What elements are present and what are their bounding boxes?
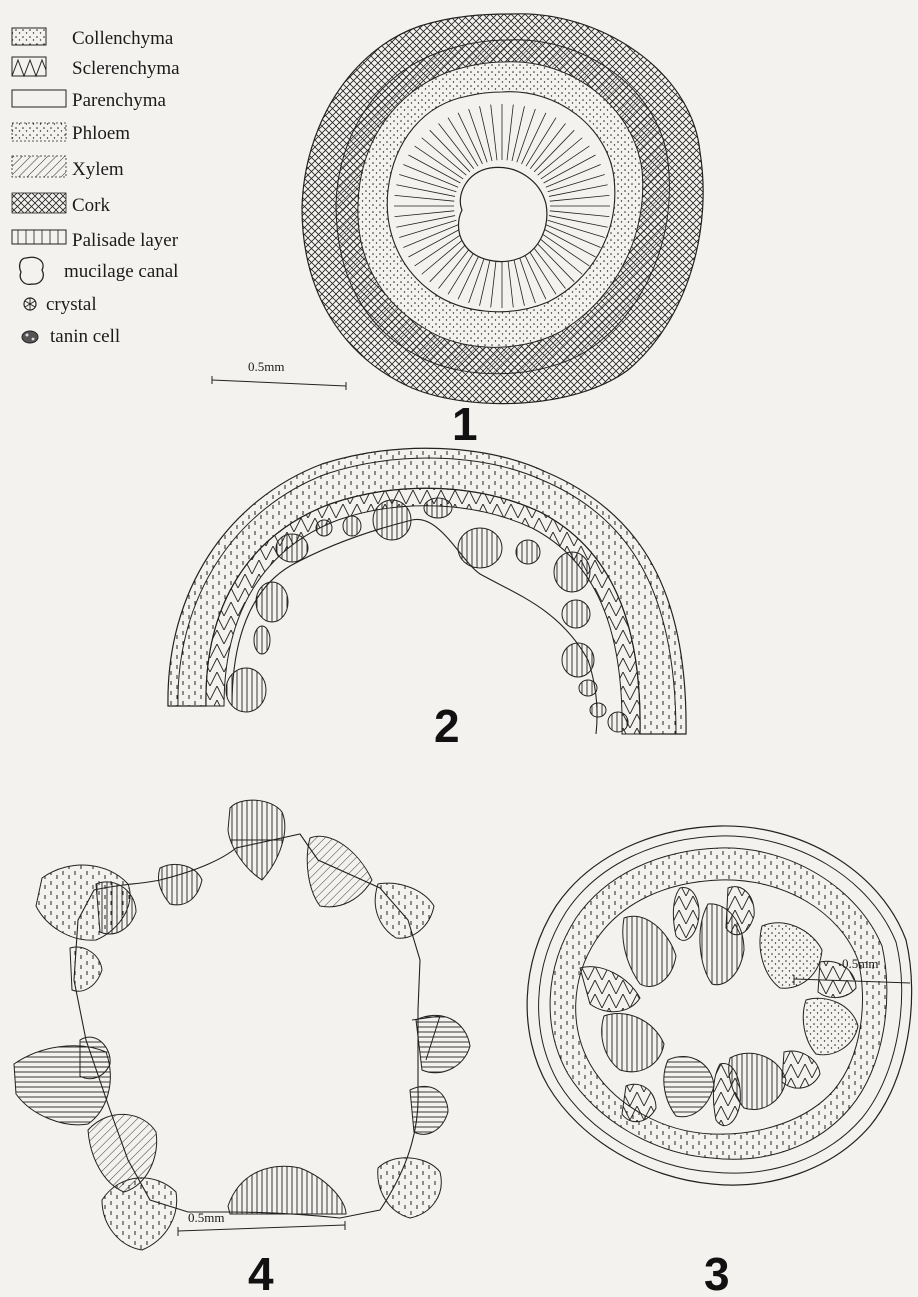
legend-label-collenchyma: Collenchyma <box>72 28 174 49</box>
legend-label-sclerenchyma: Sclerenchyma <box>72 58 180 79</box>
fig1-scale-bar: 0.5mm <box>212 359 346 390</box>
phloem-swatch-icon <box>12 123 66 141</box>
tanin-cell-icon <box>22 331 38 343</box>
legend-label-palisade: Palisade layer <box>72 230 179 251</box>
fig1-scale-label: 0.5mm <box>248 359 284 374</box>
fig4-scale-label: 0.5mm <box>188 1210 224 1225</box>
fig3-bundles <box>580 887 858 1126</box>
legend: Collenchyma Sclerenchyma Parenchyma Phlo… <box>12 28 180 347</box>
fig3-scale-label: 0.5mm <box>842 956 878 971</box>
figure-3: 0.5mm 3 <box>527 826 912 1297</box>
legend-label-cork: Cork <box>72 195 111 216</box>
figure-1: 0.5mm 1 <box>212 14 703 450</box>
figure-2: 2 <box>168 448 686 752</box>
legend-label-mucilage: mucilage canal <box>64 261 178 282</box>
sclerenchyma-swatch-icon <box>12 57 46 76</box>
cork-swatch-icon <box>12 193 66 213</box>
fig3-number: 3 <box>704 1248 730 1297</box>
legend-label-crystal: crystal <box>46 294 97 315</box>
fig1-number: 1 <box>452 398 478 450</box>
fig2-number: 2 <box>434 700 460 752</box>
fig4-number: 4 <box>248 1248 274 1297</box>
xylem-swatch-icon <box>12 156 66 177</box>
crystal-icon <box>24 298 36 310</box>
fig4-bundles <box>14 800 470 1250</box>
figure-4: 0.5mm 4 <box>14 800 470 1297</box>
legend-label-tanin: tanin cell <box>50 326 120 347</box>
palisade-swatch-icon <box>12 230 66 244</box>
legend-label-phloem: Phloem <box>72 123 130 144</box>
mucilage-canal-icon <box>20 257 44 284</box>
legend-label-xylem: Xylem <box>72 159 124 180</box>
fig1-pith <box>459 167 547 261</box>
collenchyma-swatch-icon <box>12 28 46 45</box>
parenchyma-swatch-icon <box>12 90 66 107</box>
legend-label-parenchyma: Parenchyma <box>72 90 166 111</box>
